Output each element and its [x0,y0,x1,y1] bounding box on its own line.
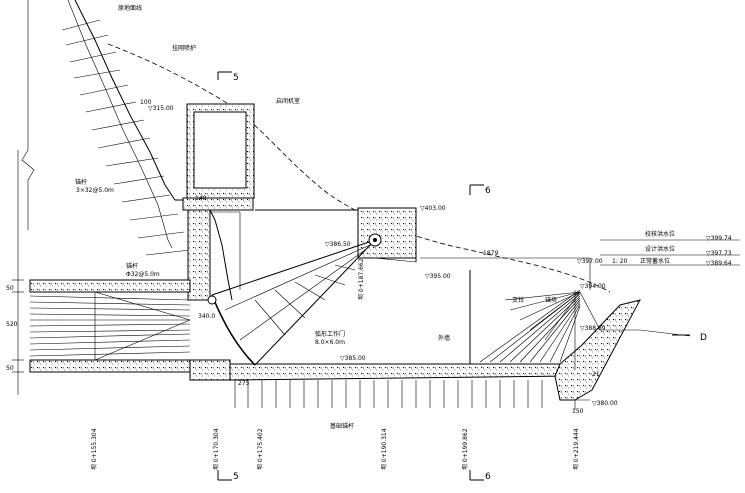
rock-slope-line [74,0,185,201]
gate-bottom-seal-icon [207,295,217,305]
original-ground-label: 原地面线 [118,4,142,12]
section-d: D [700,333,707,343]
break-line [21,0,35,230]
elev-385-label: ▽385.00 [340,355,366,362]
section-5-top: 5 [233,73,239,83]
radial-gate-size-label: 8.0×6.0m [315,339,345,346]
elev-403-label: ▽403.00 [420,205,446,212]
dim-50b-label: 50 [6,365,14,372]
check-flood-label: 校核洪水位 [645,230,675,238]
gate-pier [187,209,211,301]
dim-50a-label: 50 [6,285,14,292]
original-ground-line [107,43,611,293]
design-flood-label: 设计洪水位 [645,245,675,253]
station-5: 坝 0+199.862 [461,428,469,470]
radial-gate-label: 弧形工作门 [315,330,345,338]
gate-house-room [193,111,247,189]
anchor-rod-spec-label: 3×32@5.0m [76,187,114,194]
anchor-rod2-label: 锚杆 [126,262,138,270]
elev-399-label: ▽399.74 [706,235,732,242]
station-1: 坝 0+155.304 [90,428,98,470]
dim-100-label: 100 [140,99,152,106]
elev-394-label: ▽394.00 [580,283,606,290]
downstream-anchors [479,289,581,363]
bottom-anchor-label: 基础锚杆 [330,422,354,430]
dim-150-label: 150 [572,408,584,415]
elev-389-label: ▽389.64 [706,260,732,267]
section-markers [217,71,690,481]
section-6-bottom: 6 [485,472,491,482]
elev-380-label: ▽380.00 [592,400,618,407]
elev-397-label: ▽397.00 [577,258,603,265]
elev-340-label: 340.0 [198,313,215,320]
slope-excavation-line [67,0,173,249]
dim-148-label: 148 [195,195,207,202]
slope-anchors [61,19,191,256]
radial-gate [207,233,382,366]
station-2: 坝 0+170.304 [212,428,220,470]
anchor-rod-label: 锚杆 [75,178,87,186]
plate-label: 锚块 [545,296,557,304]
elev-388-label: ▽388.89 [580,325,606,332]
spillway-bucket [554,299,641,401]
dim-275-label: 275 [238,380,250,387]
station-3: 坝 0+175.402 [256,428,264,470]
left-dimensions [12,279,24,373]
water-level-lines [600,239,740,266]
elev-395-label: ▽395.00 [425,273,451,280]
normal-level-label: 正常蓄水位 [640,257,670,265]
dim-21-label: 21 [592,371,600,378]
station-7: 坝 0+187.662 [357,258,365,300]
inlet-channel [29,279,191,373]
anchor-rod2-spec-label: Φ32@5.0m [126,271,160,278]
upper-beam [357,207,417,259]
chute-floor [229,363,572,381]
ratio-label: 1: 20 [612,258,628,265]
elev-315-label: ▽315.00 [148,105,174,112]
bracket-label: 支铰 [512,296,524,304]
dim-520-label: 520 [6,321,18,328]
station-4: 坝 0+190.314 [380,428,388,470]
slope-protect-label: 挂网喷护 [172,44,196,52]
section-6-top: 6 [485,186,491,196]
station-6: 坝 0+219.444 [572,428,580,470]
bottom-anchor-rods [234,380,543,408]
section-5-bottom: 5 [233,472,239,482]
chamber-floor [189,359,231,381]
ext-wall-label: 外墙 [438,334,450,342]
elev-386-label: ▽386.50 [325,241,351,248]
gate-house-label: 启闭机室 [276,97,300,105]
dim-1879-label: 1879 [483,250,498,257]
elev-397-73-label: ▽397.73 [706,250,732,257]
